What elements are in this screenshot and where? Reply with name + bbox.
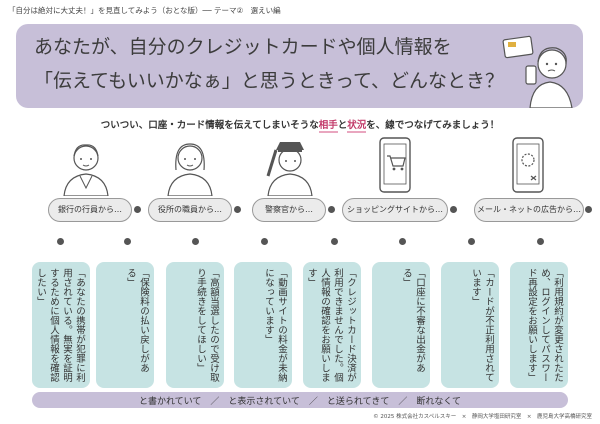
situation-bar (32, 392, 568, 408)
message-text-6: 「口座に不審な出金がある」 (401, 268, 425, 373)
ad-phone-illustration (512, 137, 544, 193)
message-card[interactable] (166, 262, 224, 388)
message-dot[interactable] (537, 238, 544, 245)
source-dot[interactable] (328, 206, 335, 213)
source-dot[interactable] (234, 206, 241, 213)
source-city-officer[interactable]: 役所の職員から… (148, 198, 232, 222)
keyword-jokyo: 状況 (347, 120, 367, 133)
keyword-aite: 相手 (318, 120, 338, 133)
message-text-5: 「クレジットカード決済が利用できませんでした。個人情報の確認をお願いします」 (306, 268, 356, 382)
city-officer-illustration (167, 143, 213, 196)
source-dot[interactable] (134, 206, 141, 213)
message-card[interactable] (372, 262, 430, 388)
message-dot[interactable] (57, 238, 64, 245)
question-line-2: 「伝えてもいいかなぁ」と思うときって、どんなとき？ (34, 70, 505, 92)
message-text-3: 「高額当選したので受け取り手続きをしてほしい」 (195, 268, 219, 382)
question-banner (16, 24, 583, 108)
shopping-phone-illustration (379, 137, 411, 193)
message-dot[interactable] (468, 238, 475, 245)
message-card[interactable] (510, 262, 568, 388)
source-police-officer[interactable]: 警察官から… (252, 198, 326, 222)
source-shopping-site[interactable]: ショッピングサイトから… (342, 198, 448, 222)
copyright: © 2025 株式会社カスペルスキー × 静岡大学塩田研究室 × 鹿児島大学高橋… (373, 414, 592, 420)
message-text-2: 「保険料の払い戻しがある」 (125, 268, 149, 373)
message-dot[interactable] (331, 238, 338, 245)
worksheet-title: 「自分は絶対に大丈夫！」を見直してみよう（おとな版）── テーマ② 選えい編 (8, 6, 281, 15)
message-card[interactable] (441, 262, 499, 388)
bank-clerk-illustration (63, 144, 109, 196)
message-card[interactable] (303, 262, 361, 388)
message-card[interactable] (96, 262, 154, 388)
source-bank-clerk[interactable]: 銀行の行員から… (48, 198, 132, 222)
message-text-7: 「カードが不正利用されています」 (470, 268, 494, 382)
message-dot[interactable] (192, 238, 199, 245)
police-officer-illustration (266, 142, 313, 196)
source-mail-ad[interactable]: メール・ネットの広告から… (474, 198, 584, 222)
message-text-4: 「動画サイトの料金が未納になっています」 (263, 268, 287, 382)
person-with-card-illustration (502, 35, 573, 108)
message-card[interactable] (234, 262, 292, 388)
message-dot[interactable] (124, 238, 131, 245)
message-card[interactable] (32, 262, 90, 388)
message-dot[interactable] (261, 238, 268, 245)
message-text-8: 「利用規約が変更されたため、ログインしてパスワード再設定をお願いします」 (526, 268, 563, 382)
situation-options: と書かれていて ／ と表示されていて ／ と送られてきて ／ 断れなくて (138, 397, 462, 407)
source-dot[interactable] (450, 206, 457, 213)
question-line-1: あなたが、自分のクレジットカードや個人情報を (34, 36, 452, 58)
message-text-1: 「あなたの携帯が犯罪に利用されている。無実を証明するために個人情報を確認したい」 (35, 268, 85, 382)
instruction-line: ついつい、口座・カード情報を伝えてしまいそうな相手と状況を、線でつなげてみましょ… (100, 120, 500, 133)
message-dot[interactable] (399, 238, 406, 245)
source-dot[interactable] (585, 206, 592, 213)
